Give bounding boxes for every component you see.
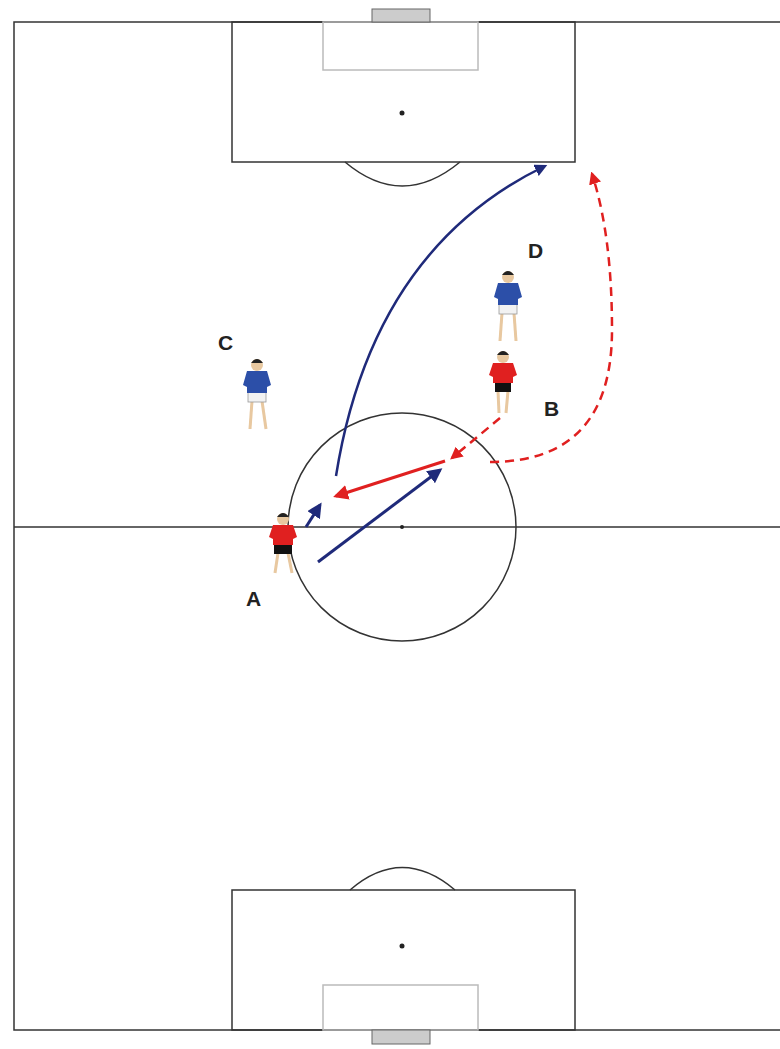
run-arrow (452, 418, 500, 458)
pass-arrow (318, 470, 440, 562)
player-label: B (544, 398, 559, 419)
pass-arrow (336, 166, 545, 476)
player-label: A (246, 588, 261, 609)
run-arrow (306, 505, 320, 527)
goal (372, 9, 430, 22)
run-arrow (490, 174, 612, 462)
pitch-lines (14, 22, 780, 1030)
player-label: C (218, 332, 233, 353)
player-label: D (528, 240, 543, 261)
player-red (489, 351, 517, 413)
goal (372, 1030, 430, 1044)
player-blue (243, 359, 271, 429)
player-blue (494, 271, 522, 341)
pass-arrow (336, 461, 445, 496)
player-red (269, 513, 297, 573)
